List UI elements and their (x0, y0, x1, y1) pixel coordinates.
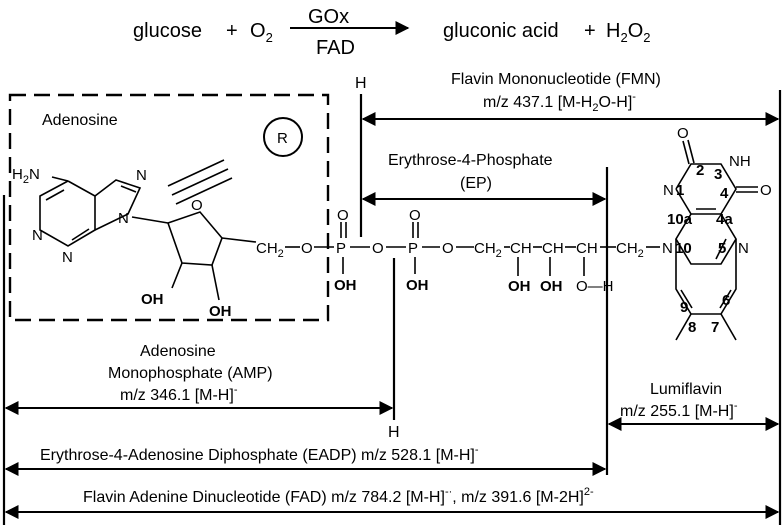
ep-name: Erythrose-4-Phosphate (388, 152, 553, 169)
ribose-ring-oxygen: O (191, 197, 203, 214)
flavin-n10: N (662, 240, 673, 257)
amp-hydrogen: H (388, 424, 400, 441)
ribityl-ch-1: CH (510, 240, 532, 257)
ribityl-ch2-1: CH2 (474, 240, 502, 260)
ring-label-10a: 10a (667, 211, 693, 228)
ribityl-ch-2: CH (542, 240, 564, 257)
fad-label: Flavin Adenine Dinucleotide (FAD) m/z 78… (83, 486, 594, 506)
r-group-label: R (277, 130, 288, 147)
fad-fragment: Flavin Adenine Dinucleotide (FAD) m/z 78… (4, 486, 780, 519)
flavin-n5: N (738, 240, 749, 257)
ep-fragment: Erythrose-4-Phosphate (EP) (361, 152, 607, 206)
bridge-oxygen-1: O (301, 240, 313, 257)
adenine-n9: N (118, 210, 129, 227)
adenine-structure: H2N N N N N (12, 166, 169, 266)
ribityl-hydroxyl-1: OH (508, 278, 531, 295)
adenosine-dashed-box (8, 93, 330, 322)
adenine-n1: N (32, 227, 43, 244)
eadp-fragment: Erythrose-4-Adenosine Diphosphate (EADP)… (4, 444, 607, 476)
lumiflavin-name: Lumiflavin (650, 381, 722, 398)
lumiflavin-mz: m/z 255.1 [M-H]- (620, 400, 738, 420)
ring-label-8: 8 (688, 319, 696, 336)
phosphate-2-oxo: O (409, 207, 421, 224)
amp-name-1: Adenosine (140, 343, 216, 360)
ring-label-3: 3 (714, 166, 722, 183)
flavin-n3-h: NH (729, 153, 751, 170)
plus-sign-2: + (584, 20, 596, 42)
phosphate-1-hydroxyl: OH (334, 277, 357, 294)
adenine-n3: N (62, 249, 73, 266)
adenosine-title: Adenosine (42, 112, 118, 129)
adenine-n7: N (136, 167, 147, 184)
cofactor-label: FAD (316, 37, 355, 59)
isoalloxazine-structure: O O NH N N N 1 2 3 4 4a 5 6 7 8 9 10 10a (662, 125, 772, 341)
ring-label-5: 5 (718, 240, 726, 257)
ribityl-hydroxyl-3: O—H (576, 278, 614, 295)
eadp-label: Erythrose-4-Adenosine Diphosphate (EADP)… (40, 444, 479, 464)
plus-sign: + (226, 20, 238, 42)
ribityl-chain: CH2 CH OH CH OH CH O—H CH2 (474, 240, 660, 295)
amp-name-2: Monophosphate (AMP) (108, 365, 273, 382)
ring-label-7: 7 (711, 319, 719, 336)
amp-mz: m/z 346.1 [M-H]- (120, 384, 238, 404)
ring-label-10: 10 (675, 240, 692, 257)
fmn-hydrogen: H (355, 75, 367, 92)
triple-bond-symbol (167, 159, 233, 205)
flavin-c4-oxygen: O (760, 182, 772, 199)
amp-fragment: Adenosine Monophosphate (AMP) m/z 346.1 … (4, 343, 394, 415)
ribose-hydroxyl-2: OH (141, 291, 164, 308)
flavin-n1: N (663, 182, 674, 199)
ring-label-4a: 4a (716, 211, 733, 228)
ribose-structure: O OH OH CH2 (141, 197, 284, 320)
amino-group: H2N (12, 166, 40, 186)
phosphate-2-hydroxyl: OH (406, 277, 429, 294)
r-group-circle (263, 117, 303, 157)
fmn-name: Flavin Mononucleotide (FMN) (451, 71, 661, 88)
ribityl-hydroxyl-2: OH (540, 278, 563, 295)
product-gluconic-acid: gluconic acid (443, 20, 559, 42)
fmn-fragment: Flavin Mononucleotide (FMN) m/z 437.1 [M… (361, 71, 780, 126)
reactant-glucose: glucose (133, 20, 202, 42)
ring-label-1: 1 (676, 182, 684, 199)
flavin-c2-oxygen: O (677, 125, 689, 142)
ring-label-2: 2 (696, 162, 704, 179)
phosphorus-1: P (336, 240, 346, 257)
ribose-ch2: CH2 (256, 240, 284, 260)
product-hydrogen-peroxide: H2O2 (606, 20, 650, 45)
ribityl-ch2-2: CH2 (616, 240, 644, 260)
ribose-hydroxyl-3: OH (209, 303, 232, 320)
phosphate-backbone: O P O OH O P O OH O (285, 207, 474, 294)
phosphorus-2: P (408, 240, 418, 257)
ring-label-9: 9 (680, 299, 688, 316)
bridge-oxygen-2: O (372, 240, 384, 257)
reactant-oxygen: O2 (250, 20, 273, 45)
bridge-oxygen-3: O (442, 240, 454, 257)
ribityl-ch-3: CH (576, 240, 598, 257)
lumiflavin-fragment: Lumiflavin m/z 255.1 [M-H]- (607, 381, 780, 431)
ring-label-4: 4 (720, 185, 729, 202)
ring-label-6: 6 (722, 292, 730, 309)
enzyme-label: GOx (308, 6, 349, 28)
reaction-equation: glucose + O2 GOx FAD gluconic acid + H2O… (133, 6, 650, 59)
ep-abbrev: (EP) (460, 175, 492, 192)
fmn-mz: m/z 437.1 [M-H2O-H]- (483, 91, 636, 114)
phosphate-1-oxo: O (337, 207, 349, 224)
